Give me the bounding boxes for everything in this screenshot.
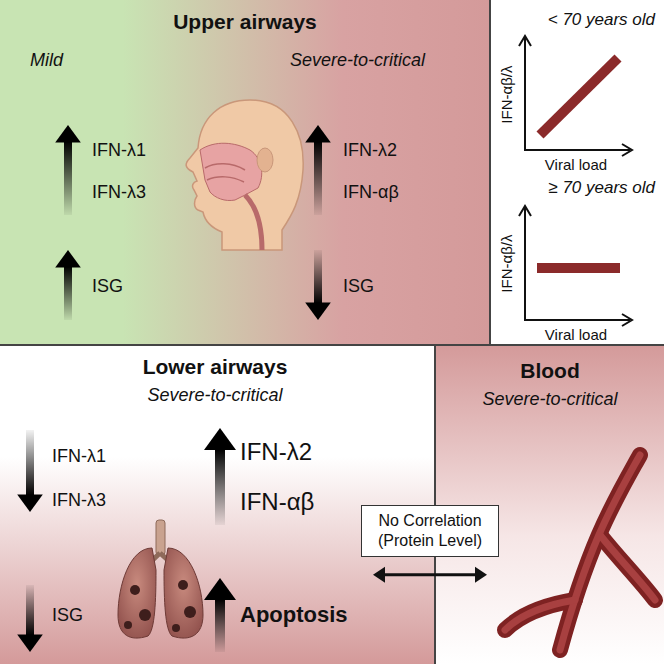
panel-heading: Blood	[520, 359, 579, 383]
axis-label: Viral load	[545, 156, 607, 173]
age-group-label: ≥ 70 years old	[548, 178, 655, 198]
marker-label: IFN-λ1	[92, 140, 146, 161]
panel-ground	[0, 0, 490, 345]
increase-arrow	[55, 125, 81, 215]
severity-label: Mild	[30, 50, 63, 71]
change-arrows	[17, 125, 331, 652]
panel-heading: Upper airways	[173, 10, 317, 34]
decrease-arrow	[17, 585, 43, 652]
axis-label: Viral load	[545, 326, 607, 343]
severity-label: Severe-to-critical	[290, 50, 425, 71]
axis-label: IFN-αβ/λ	[498, 66, 515, 124]
increase-arrow	[305, 125, 331, 215]
marker-label: IFN-λ3	[92, 182, 146, 203]
marker-label: ISG	[52, 605, 83, 626]
age-group-label: < 70 years old	[548, 10, 655, 30]
blood-vessel	[505, 455, 655, 650]
panel-heading: Lower airways	[143, 355, 288, 379]
marker-label: ISG	[343, 276, 374, 297]
decrease-arrow	[17, 430, 43, 512]
increase-arrow	[204, 428, 236, 525]
decrease-arrow	[305, 250, 331, 320]
increase-arrow	[204, 578, 236, 652]
marker-label: ISG	[92, 276, 123, 297]
trend-line	[537, 263, 620, 273]
axis-label: IFN-αβ/λ	[498, 235, 515, 293]
trend-line	[540, 58, 618, 135]
marker-label: IFN-λ2	[343, 140, 397, 161]
marker-label: IFN-αβ	[343, 182, 399, 203]
marker-label: IFN-λ1	[52, 446, 106, 467]
marker-label: IFN-αβ	[240, 488, 314, 516]
lungs-illustration	[118, 520, 203, 638]
marker-label: IFN-λ2	[240, 438, 312, 466]
panel-subheading: Severe-to-critical	[482, 389, 617, 410]
edge-label-box: No Correlation (Protein Level)	[361, 505, 499, 557]
head-illustration	[186, 100, 303, 250]
double-arrow	[373, 567, 487, 583]
panel-subheading: Severe-to-critical	[147, 385, 282, 406]
increase-arrow	[55, 250, 81, 320]
marker-label: IFN-λ3	[52, 490, 106, 511]
panel-ground	[490, 0, 664, 345]
marker-label: Apoptosis	[240, 602, 348, 627]
